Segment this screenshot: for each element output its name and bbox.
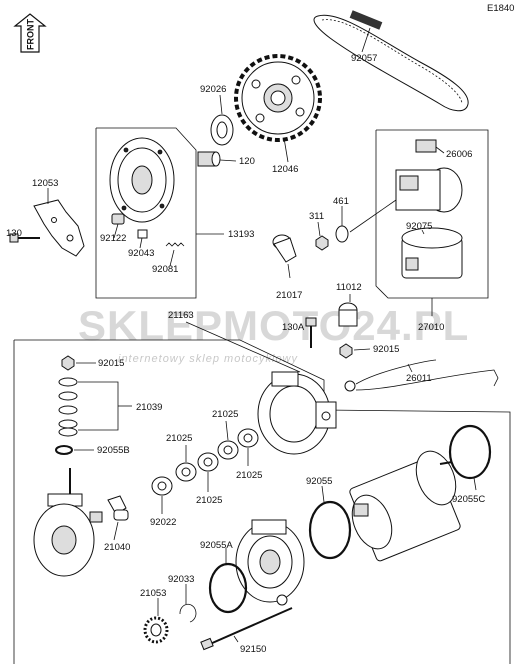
front-cover-part [235, 519, 305, 606]
nut-92015-left-part [61, 355, 75, 371]
label-12053: 12053 [32, 178, 58, 189]
label-92055: 92055 [306, 476, 332, 487]
watermark-tagline: internetowy sklep motocyklowy [118, 353, 299, 365]
cap-21017-part [272, 234, 297, 263]
label-92075: 92075 [406, 221, 432, 232]
o-ring-92055A-part [208, 562, 248, 614]
label-92015-left: 92015 [98, 358, 124, 369]
long-bolt-92150-part [200, 607, 293, 651]
o-ring-92055B-part [55, 445, 73, 455]
bracket-12053-part [33, 199, 85, 257]
label-21039: 21039 [136, 402, 162, 413]
label-11012: 11012 [336, 282, 362, 293]
label-92033: 92033 [168, 574, 194, 585]
label-92026: 92026 [200, 84, 226, 95]
o-ring-92055C-part [448, 424, 492, 480]
washer-stack-part [58, 377, 78, 437]
label-130: 130 [6, 228, 22, 239]
label-92055C: 92055C [452, 494, 485, 505]
label-12046: 12046 [272, 164, 298, 175]
watermark-brand: SKLEPMOTO24.PL [78, 302, 469, 349]
relay-group-box [375, 129, 489, 299]
label-26011: 26011 [406, 373, 432, 384]
label-21053: 21053 [140, 588, 166, 599]
label-92150: 92150 [240, 644, 266, 655]
relay-cover-92075-part [401, 227, 463, 279]
rear-cover-part [257, 371, 337, 455]
label-92022: 92022 [150, 517, 176, 528]
label-120: 120 [239, 156, 255, 167]
bolt-130A-part [305, 317, 317, 348]
bolt-130-part [9, 233, 40, 243]
front-arrow-icon: FRONT [13, 13, 47, 53]
fuse-26006-part [415, 139, 437, 153]
starter-relay-part [395, 167, 463, 213]
clutch-group-box [95, 127, 197, 299]
label-21025-bottom: 21025 [196, 495, 222, 506]
starter-cable-26011-part [344, 359, 499, 392]
circlip-92033-part [179, 603, 197, 623]
pinion-gear-21053-part [143, 616, 169, 644]
label-130A: 130A [282, 322, 305, 333]
spring-92081-part [165, 242, 185, 247]
label-92057: 92057 [351, 53, 377, 64]
sprocket-part [234, 54, 322, 142]
drive-belt-part [313, 10, 469, 112]
label-21025-left: 21025 [166, 433, 192, 444]
label-92015-right: 92015 [373, 344, 399, 355]
label-21163: 21163 [168, 310, 194, 321]
motor-body-part [349, 450, 461, 562]
label-92055B: 92055B [97, 445, 130, 456]
brush-21040-part [107, 495, 129, 521]
roller-92122-part [111, 213, 125, 225]
label-27010: 27010 [418, 322, 444, 333]
label-311: 311 [309, 211, 324, 222]
nut-311-part [315, 235, 329, 251]
label-21017: 21017 [276, 290, 302, 301]
o-ring-92055-part [308, 500, 352, 560]
label-26006: 26006 [446, 149, 472, 160]
cap-11012-part [338, 302, 358, 327]
brush-plate-part [33, 468, 103, 577]
diagram-code: E1840 [487, 3, 514, 14]
label-21025-top: 21025 [212, 409, 238, 420]
label-92043: 92043 [128, 248, 154, 259]
label-92055A: 92055A [200, 540, 233, 551]
label-461: 461 [333, 196, 349, 207]
label-92081: 92081 [152, 264, 178, 275]
label-13193: 13193 [228, 229, 254, 240]
starter-clutch-part [109, 137, 175, 223]
label-21040: 21040 [104, 542, 130, 553]
washer-461-part [335, 225, 349, 243]
watermark: SKLEPMOTO24.PL internetowy sklep motocyk… [78, 302, 469, 365]
label-21025-right: 21025 [236, 470, 262, 481]
small-gear-120-part [197, 151, 221, 167]
front-label: FRONT [26, 19, 36, 50]
nut-92015-right-part [339, 343, 353, 359]
label-92122: 92122 [100, 233, 126, 244]
washers-21025-part [151, 428, 259, 496]
pin-92043-part [137, 229, 148, 239]
